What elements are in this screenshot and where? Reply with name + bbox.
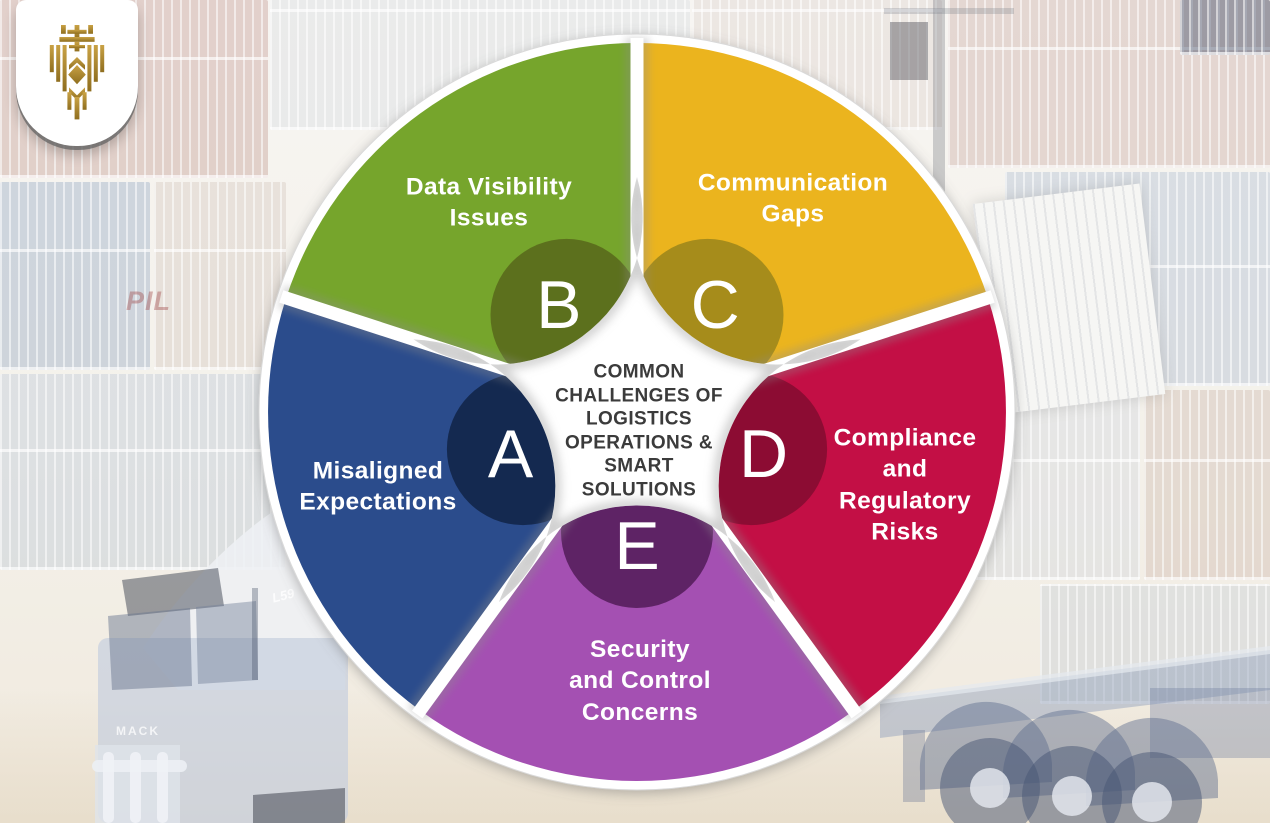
crane-beam	[884, 8, 1014, 14]
segment-a-label: Misaligned Expectations	[299, 457, 457, 516]
crane-trolley	[890, 22, 928, 80]
segment-b-label: Data Visibility Issues	[405, 173, 573, 232]
container-stack-dark	[1180, 0, 1270, 55]
truck-bull-bar	[130, 752, 141, 823]
center-star-hub	[413, 177, 861, 603]
gold-crest-icon	[49, 25, 105, 120]
segment-d-label: Compliance and Regulatory Risks	[833, 424, 977, 546]
container-stack	[0, 182, 150, 370]
truck-brand-text: MACK	[116, 724, 160, 738]
trailer-rear-frame	[1150, 688, 1270, 758]
trailer-bed-edge	[880, 646, 1270, 704]
truck-tire	[253, 788, 345, 823]
segment-e-label: Security and Control Concerns	[569, 635, 711, 726]
container-stack	[1040, 584, 1270, 704]
truck-windshield	[196, 601, 258, 684]
container-stack	[154, 182, 286, 370]
center-title: COMMON CHALLENGES OF LOGISTICS OPERATION…	[555, 361, 723, 501]
truck-mirror-arm	[252, 588, 258, 680]
container-logo-text: PIL	[126, 286, 172, 316]
truck-bull-bar	[157, 752, 168, 823]
truck-windshield	[108, 608, 192, 690]
trailer-wheel-hub	[1052, 776, 1092, 816]
segment-b-letter: B	[536, 267, 581, 343]
logo-badge	[16, 0, 138, 146]
segment-c-letter: C	[691, 267, 740, 343]
trailer-support-leg	[903, 730, 925, 802]
truck-bull-bar	[103, 752, 114, 823]
segment-c-label: Communication Gaps	[697, 169, 889, 228]
segment-d-letter: D	[739, 416, 788, 492]
segment-e-letter: E	[614, 508, 659, 584]
trailer-bed	[880, 650, 1270, 738]
container-stack	[0, 374, 285, 570]
container-stack	[1144, 390, 1270, 580]
truck-sun-visor	[122, 568, 224, 616]
segment-a-letter: A	[488, 416, 534, 492]
trailer-wheel-hub	[970, 768, 1010, 808]
trailer-wheel-hub	[1132, 782, 1172, 822]
